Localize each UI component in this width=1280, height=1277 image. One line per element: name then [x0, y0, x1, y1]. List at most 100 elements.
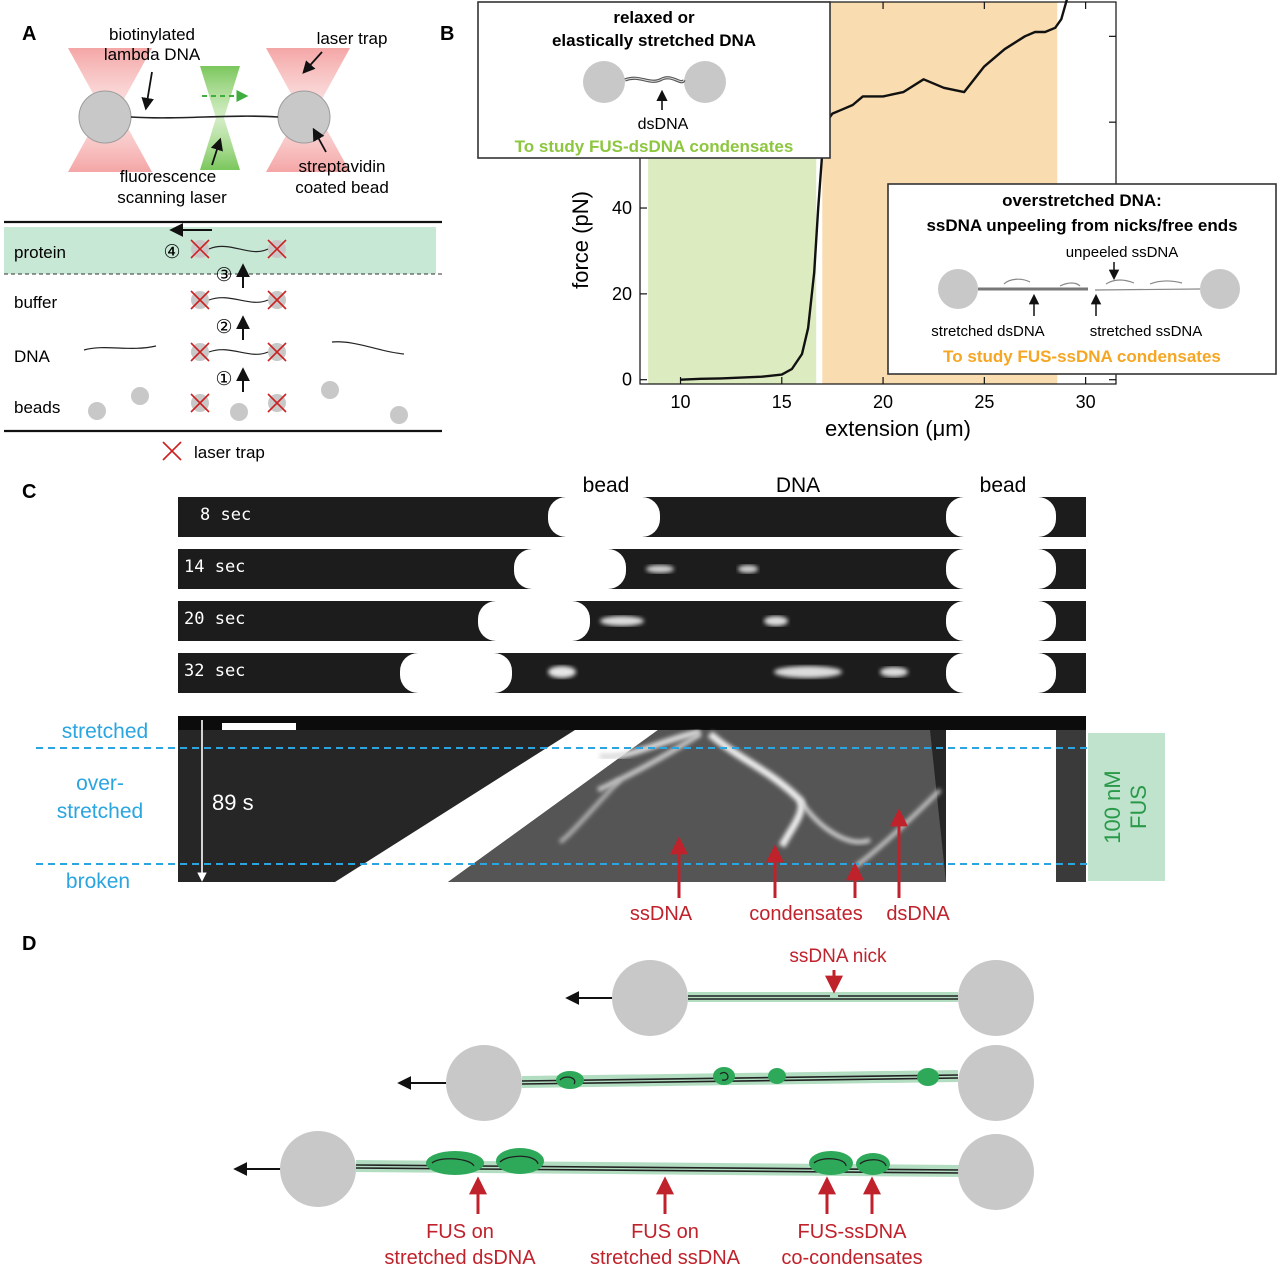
fus-concentration: 100 nM — [1100, 770, 1125, 843]
box1-title-2: elastically stretched DNA — [552, 31, 756, 50]
row1-bead-right — [958, 960, 1034, 1036]
label-fus-dsdna-2: stretched dsDNA — [384, 1247, 536, 1269]
x-tick-label-10: 10 — [670, 392, 690, 412]
fluorescence-arrow — [210, 137, 223, 166]
streptavidin-arrow — [312, 127, 327, 153]
x-tick-label-30: 30 — [1076, 392, 1096, 412]
kymo-arrows — [670, 808, 908, 898]
bead-right — [277, 90, 331, 144]
row1-bead-left — [612, 960, 688, 1036]
box2-stretched-ds: stretched dsDNA — [931, 323, 1044, 340]
strip-8s: 8 sec — [178, 497, 1086, 537]
box2-title-1: overstretched DNA: — [1002, 191, 1162, 210]
panel-b: B 10152025300204060extension (μm)force (… — [440, 0, 1277, 441]
legend-trap-x — [162, 441, 182, 461]
row2-bead-right — [958, 1045, 1034, 1121]
arrow-label-condensates: condensates — [749, 903, 862, 925]
x-tick-label-20: 20 — [873, 392, 893, 412]
time-14s: 14 sec — [184, 557, 245, 577]
box2-ssdna — [1094, 288, 1201, 291]
box1-caption: To study FUS-dsDNA condensates — [515, 137, 794, 156]
panel-d: D ssDNA nick — [22, 933, 1034, 1269]
box2-stretched-ss: stretched ssDNA — [1090, 323, 1203, 340]
x-axis-label: extension (μm) — [825, 416, 971, 441]
y-axis-label: force (pN) — [568, 191, 593, 289]
box2-title-2: ssDNA unpeeling from nicks/free ends — [926, 216, 1237, 235]
label-fluorescence: fluorescence — [120, 167, 216, 186]
box2-unpeeled-label: unpeeled ssDNA — [1066, 244, 1179, 261]
box1-dsdna-label: dsDNA — [638, 116, 689, 133]
channel-beads: beads — [14, 398, 60, 417]
kymo-time: 89 s — [212, 790, 254, 815]
panel-letter-d: D — [22, 933, 36, 955]
panel-letter-c: C — [22, 481, 36, 503]
traps-beads — [88, 381, 408, 424]
laser-trap-arrow — [302, 51, 323, 74]
label-fus-ssdna-1: FUS on — [631, 1221, 699, 1243]
y-tick-label-20: 20 — [612, 284, 632, 304]
x-tick-label-25: 25 — [974, 392, 994, 412]
label-over: over- — [76, 772, 124, 795]
row-1: ssDNA nick — [565, 946, 1034, 1036]
panel-letter-a: A — [22, 23, 36, 45]
arrow-label-dsdna: dsDNA — [886, 903, 950, 925]
row3-arrows — [469, 1176, 881, 1214]
label-overstretched: stretched — [57, 800, 143, 823]
fus-label: FUS — [1126, 785, 1151, 829]
scale-bar — [222, 723, 296, 730]
trap-x-marks — [190, 239, 287, 413]
strip-14s: 14 sec — [178, 549, 1086, 589]
fus-box — [1088, 733, 1165, 881]
fluorescence-beam — [200, 66, 240, 170]
label-fus-ssdna-2: stretched ssDNA — [590, 1247, 741, 1269]
biotin-arrow — [141, 71, 154, 111]
panel-letter-b: B — [440, 23, 454, 45]
step-1: ① — [215, 369, 232, 390]
y-tick-label-40: 40 — [612, 198, 632, 218]
box1-title-1: relaxed or — [613, 8, 695, 27]
kymograph: 89 s — [178, 716, 1086, 882]
protein-channel — [4, 227, 436, 274]
row3-bead-left — [280, 1131, 356, 1207]
channel-dna: DNA — [14, 347, 51, 366]
traps-dna — [83, 341, 405, 361]
row-3 — [233, 1131, 1034, 1210]
panel-a: A biotinylated lambda DNA laser trap flu… — [4, 23, 442, 462]
y-tick-label-0: 0 — [622, 370, 632, 390]
label-lambda-dna: lambda DNA — [104, 45, 201, 64]
time-20s: 20 sec — [184, 609, 245, 629]
nick-label: ssDNA nick — [789, 946, 887, 967]
step-2: ② — [215, 317, 232, 338]
x-tick-label-15: 15 — [772, 392, 792, 412]
label-scanning-laser: scanning laser — [117, 188, 227, 207]
box2-caption: To study FUS-ssDNA condensates — [943, 347, 1221, 366]
channel-buffer: buffer — [14, 293, 58, 312]
label-fus-dsdna-1: FUS on — [426, 1221, 494, 1243]
time-32s: 32 sec — [184, 661, 245, 681]
dna-strand — [130, 115, 279, 119]
header-bead-left: bead — [583, 474, 630, 497]
box2-bead-right — [1200, 269, 1240, 309]
header-bead-right: bead — [980, 474, 1027, 497]
row3-bead-right — [958, 1134, 1034, 1210]
series-line-0 — [680, 0, 1068, 381]
step-4: ④ — [163, 242, 180, 263]
channel-protein: protein — [14, 243, 66, 262]
label-cocondensates-2: co-condensates — [781, 1247, 922, 1269]
label-coated-bead: coated bead — [295, 178, 389, 197]
legend-laser-trap: laser trap — [194, 443, 265, 462]
row-2 — [397, 1045, 1034, 1121]
row2-bead-left — [446, 1045, 522, 1121]
label-laser-trap: laser trap — [317, 29, 388, 48]
strip-20s: 20 sec — [178, 601, 1086, 641]
label-stretched: stretched — [62, 720, 148, 743]
label-streptavidin: streptavidin — [299, 157, 386, 176]
panel-c: C bead DNA bead 8 sec 14 sec — [22, 474, 1165, 925]
bead-left — [78, 90, 132, 144]
step-3: ③ — [215, 265, 232, 286]
header-dna: DNA — [776, 474, 820, 497]
box1-bead-left — [583, 61, 625, 103]
label-cocondensates-1: FUS-ssDNA — [798, 1221, 908, 1243]
box2-bead-left — [938, 269, 978, 309]
strip-32s: 32 sec — [178, 653, 1086, 693]
